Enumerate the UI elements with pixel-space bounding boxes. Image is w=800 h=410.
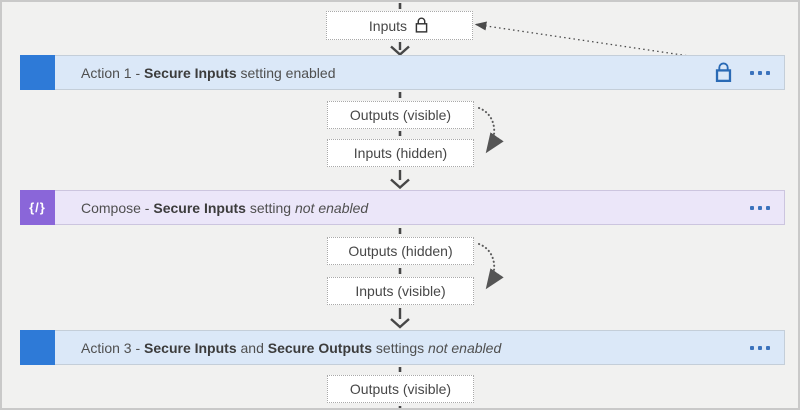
title-segment: setting enabled (236, 64, 336, 81)
down-arrow-head (390, 45, 410, 57)
curved-dotted-arrow-pair1 (478, 107, 504, 154)
action-title: Action 3 - Secure Inputs and Secure Outp… (81, 340, 501, 356)
title-segment-bold: Secure Inputs (153, 199, 246, 216)
io-box-inputs-visible[interactable]: Inputs (visible) (327, 277, 474, 305)
lock-icon (413, 16, 430, 35)
down-arrow-head (390, 178, 410, 190)
io-box-label: Inputs (368, 17, 408, 34)
io-box-label: Outputs (visible) (349, 107, 452, 123)
down-arrow-head (390, 318, 410, 329)
title-segment: and (236, 339, 268, 356)
action-title: Action 1 - Secure Inputs setting enabled (81, 65, 335, 81)
more-menu-button[interactable] (748, 342, 772, 354)
action-icon (20, 330, 55, 365)
io-box-label: Inputs (hidden) (353, 145, 448, 161)
io-box-label: Outputs (hidden) (348, 243, 453, 259)
io-box-outputs-visible-2[interactable]: Outputs (visible) (327, 375, 474, 403)
io-box-label: Outputs (visible) (349, 381, 452, 397)
compose-icon-glyph: {/} (29, 200, 46, 215)
title-segment-bold: Secure Inputs (144, 339, 237, 356)
action-card-action3[interactable]: Action 3 - Secure Inputs and Secure Outp… (20, 330, 785, 365)
compose-icon: {/} (20, 190, 55, 225)
title-segment-bold: Secure Outputs (267, 339, 373, 356)
action-card-compose[interactable]: {/} Compose - Secure Inputs setting not … (20, 190, 785, 225)
title-segment-bold: Secure Inputs (144, 64, 237, 81)
title-segment: setting (245, 199, 295, 216)
secure-lock-icon (713, 61, 734, 84)
more-menu-button[interactable] (748, 67, 772, 79)
action-card-action1[interactable]: Action 1 - Secure Inputs setting enabled (20, 55, 785, 90)
title-segment: Action 3 - (81, 339, 145, 356)
action-title: Compose - Secure Inputs setting not enab… (81, 200, 368, 216)
action-icon (20, 55, 55, 90)
io-box-inputs-hidden[interactable]: Inputs (hidden) (327, 139, 474, 167)
title-segment: settings (372, 339, 429, 356)
more-menu-button[interactable] (748, 202, 772, 214)
title-segment: Compose - (81, 199, 154, 216)
title-segment-italic: not enabled (294, 199, 369, 216)
curved-dotted-arrow-pair2 (478, 243, 504, 290)
title-segment-italic: not enabled (428, 339, 502, 356)
title-segment: Action 1 - (81, 64, 145, 81)
io-box-inputs-top[interactable]: Inputs (326, 11, 473, 40)
io-box-label: Inputs (visible) (355, 283, 446, 299)
io-box-outputs-hidden[interactable]: Outputs (hidden) (327, 237, 474, 265)
io-box-outputs-visible-1[interactable]: Outputs (visible) (327, 101, 474, 129)
